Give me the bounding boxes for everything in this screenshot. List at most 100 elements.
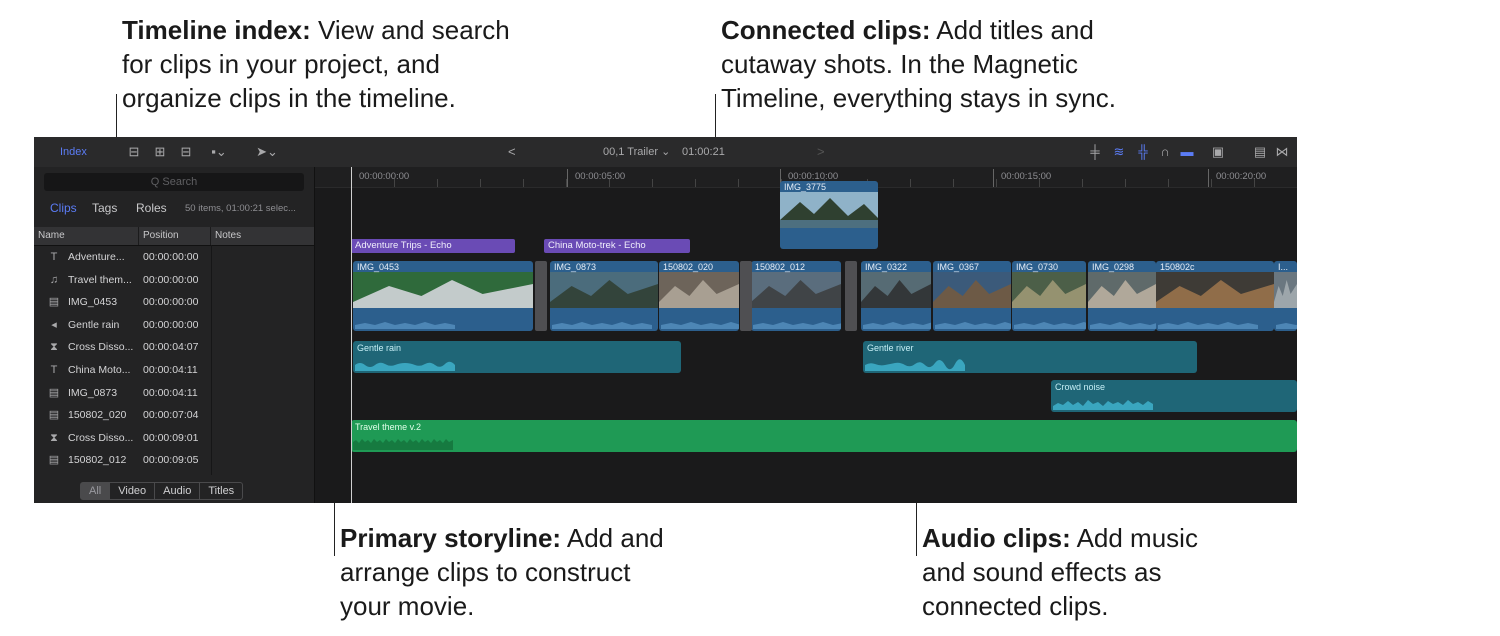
title-clip[interactable]: China Moto-trek - Echo <box>544 239 690 253</box>
primary-clip[interactable]: IMG_0367 <box>933 261 1011 331</box>
transitions-browser-icon[interactable]: ⋈ <box>1275 144 1289 159</box>
forward-arrow[interactable]: > <box>817 144 825 159</box>
primary-clip[interactable]: 150802_020 <box>659 261 739 331</box>
filter-all[interactable]: All <box>81 483 111 499</box>
ruler-minor-tick <box>1125 179 1126 187</box>
leader-line <box>116 94 117 162</box>
ruler-minor-tick <box>1211 179 1212 187</box>
clip-label: Gentle rain <box>357 343 402 353</box>
zoom-icon[interactable]: ╪ <box>1090 144 1100 159</box>
overwrite-clip-icon[interactable]: ⊟ <box>180 144 192 159</box>
back-arrow[interactable]: < <box>508 144 516 159</box>
select-tool-icon[interactable]: ➤⌄ <box>256 144 278 159</box>
ruler-minor-tick <box>1168 179 1169 187</box>
primary-clip[interactable]: IMG_0873 <box>550 261 658 331</box>
transition[interactable] <box>845 261 857 331</box>
final-cut-timeline-window: Index ⊟ ⊞ ⊟ ▪⌄ ➤⌄ < 00,1 Trailer ⌄ 01:00… <box>34 137 1297 503</box>
tab-tags[interactable]: Tags <box>92 201 118 215</box>
transition-icon: ⧗ <box>50 341 58 354</box>
clip-label: IMG_0730 <box>1016 262 1059 272</box>
column-position[interactable]: Position <box>139 227 211 245</box>
ruler-minor-tick <box>738 179 739 187</box>
primary-clip[interactable]: 150802_012 <box>751 261 841 331</box>
append-clip-icon[interactable]: ⊟ <box>128 144 140 159</box>
edit-mode-menu-icon[interactable]: ▪⌄ <box>211 144 227 159</box>
audio-waveform <box>1053 400 1153 410</box>
tab-clips[interactable]: Clips <box>50 201 77 215</box>
column-name[interactable]: Name <box>34 227 139 245</box>
column-notes[interactable]: Notes <box>215 230 242 241</box>
ruler-minor-tick <box>910 179 911 187</box>
index-button[interactable]: Index <box>60 146 87 158</box>
audio-clip[interactable]: Crowd noise <box>1051 380 1297 412</box>
primary-clip[interactable]: IMG_0730 <box>1012 261 1086 331</box>
waveform-icon[interactable]: ≋ <box>1113 144 1125 159</box>
filter-video[interactable]: Video <box>110 483 156 499</box>
tab-roles[interactable]: Roles <box>136 201 167 215</box>
clip-thumbnail <box>861 272 931 308</box>
clip-position: 00:00:04:11 <box>143 364 198 376</box>
skimming-icon[interactable]: ╬ <box>1138 144 1148 159</box>
music-clip[interactable]: Travel theme v.2 <box>351 420 1297 452</box>
transition[interactable] <box>535 261 547 331</box>
index-list-item[interactable]: ♫Travel them...00:00:00:00 <box>34 270 314 292</box>
audio-waveform <box>552 322 652 329</box>
timecode: 01:00:21 <box>682 146 725 158</box>
playhead[interactable] <box>351 167 352 503</box>
primary-clip[interactable]: IMG_0298 <box>1088 261 1156 331</box>
index-list-item[interactable]: ⧗Cross Disso...00:00:09:01 <box>34 428 314 450</box>
clip-label: IMG_0322 <box>865 262 908 272</box>
index-list-item[interactable]: ⧗Cross Disso...00:00:04:07 <box>34 337 314 359</box>
callout-title: Connected clips: <box>721 15 931 45</box>
clip-position: 00:00:00:00 <box>143 251 199 263</box>
timeline-toolbar: Index ⊟ ⊞ ⊟ ▪⌄ ➤⌄ < 00,1 Trailer ⌄ 01:00… <box>34 137 1297 168</box>
ruler-major-tick <box>567 169 568 187</box>
callout-text: View and search <box>310 15 510 45</box>
clip-name: Gentle rain <box>68 318 120 331</box>
effects-browser-icon[interactable]: ▤ <box>1253 144 1267 159</box>
ruler-major-tick <box>780 169 781 187</box>
ruler-minor-tick <box>1082 179 1083 187</box>
filter-titles[interactable]: Titles <box>208 485 235 497</box>
primary-clip[interactable]: IMG_0322 <box>861 261 931 331</box>
clip-label: I... <box>1278 262 1289 272</box>
audio-waveform <box>355 322 455 329</box>
insert-clip-icon[interactable]: ⊞ <box>154 144 166 159</box>
audio-waveform <box>353 439 453 450</box>
clip-thumbnail <box>353 272 533 308</box>
selection-info: 50 items, 01:00:21 selec... <box>185 203 296 214</box>
audio-waveform <box>1090 322 1156 329</box>
callout-text: Add music <box>1070 523 1198 553</box>
primary-clip[interactable]: IMG_0453 <box>353 261 533 331</box>
clip-name: 150802_012 <box>68 454 127 467</box>
audio-clip[interactable]: Gentle rain <box>353 341 681 373</box>
timeline-index-panel: Q Search Clips Tags Roles 50 items, 01:0… <box>34 167 315 503</box>
headphones-icon[interactable]: ∩ <box>1160 144 1170 159</box>
film-icon: ▤ <box>48 454 60 467</box>
primary-clip[interactable]: 150802c <box>1156 261 1274 331</box>
callout-title: Primary storyline: <box>340 523 562 553</box>
clip-position: 00:00:00:00 <box>143 273 199 286</box>
clip-label: IMG_0453 <box>357 262 400 272</box>
clip-thumbnail <box>1012 272 1086 308</box>
filter-audio[interactable]: Audio <box>155 483 201 499</box>
transition[interactable] <box>740 261 752 331</box>
project-name[interactable]: 00,1 Trailer ⌄ <box>603 146 671 158</box>
clip-appearance-icon[interactable]: ▣ <box>1211 144 1225 159</box>
clip-name: IMG_0453 <box>68 296 118 309</box>
snapping-icon[interactable]: ▬ <box>1180 144 1194 159</box>
search-field[interactable]: Q Search <box>44 173 304 191</box>
clip-label: IMG_0873 <box>554 262 597 272</box>
primary-clip[interactable]: I... <box>1274 261 1297 331</box>
audio-clip[interactable]: Gentle river <box>863 341 1197 373</box>
title-clip[interactable]: Adventure Trips - Echo <box>351 239 515 253</box>
connected-clip[interactable]: IMG_3775 <box>780 181 878 249</box>
